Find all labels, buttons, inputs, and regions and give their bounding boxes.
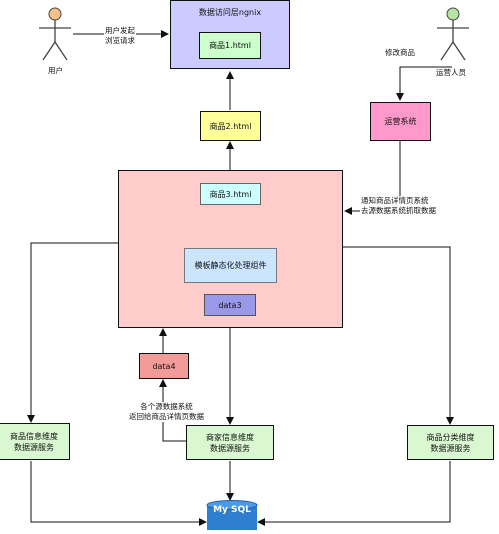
ops-system-label: 运营系统 (384, 117, 417, 126)
edge-product-service-to-db (30, 461, 207, 526)
mysql-database: My SQL (206, 500, 258, 532)
stick-figure-icon (437, 7, 469, 61)
page1-label: 商品1.html (209, 41, 251, 50)
stick-figure-icon (39, 7, 71, 61)
renderer-node: 模板静态化处理组件 (184, 248, 277, 283)
edge-merchant-to-data4 (159, 379, 186, 442)
ops-system-node: 运营系统 (370, 102, 431, 141)
operator-label: 运营人员 (436, 68, 466, 77)
edge-label-modify-product: 修改商品 (384, 48, 416, 58)
edge-label-user-request: 用户发起 浏览请求 (104, 26, 136, 46)
edge-block-to-product-service (27, 242, 118, 423)
category-info-service-label: 商品分类维度 数据源服务 (426, 432, 475, 453)
page2-node: 商品2.html (200, 111, 261, 141)
edge-label-aggregate: 各个源数据系统 返回给商品详情页数据 (128, 402, 205, 422)
edge-operator-to-ops (396, 66, 452, 101)
page2-label: 商品2.html (209, 121, 252, 131)
product-info-service: 商品信息维度 数据源服务 (0, 423, 70, 460)
operator-actor (433, 4, 473, 74)
edge-block-to-category-service (342, 246, 454, 425)
merchant-info-service-label: 商家信息维度 数据源服务 (206, 432, 254, 453)
mysql-label: My SQL (213, 505, 251, 515)
product-info-service-label: 商品信息维度 数据源服务 (10, 431, 58, 452)
renderer-label: 模板静态化处理组件 (194, 261, 267, 270)
data3-label: data3 (218, 300, 242, 310)
data3-node: data3 (204, 294, 256, 316)
category-info-service: 商品分类维度 数据源服务 (407, 425, 494, 460)
edge-label-notify: 通知商品详情页系统 去源数据系统抓取数据 (360, 196, 437, 216)
page3-node: 商品3.html (200, 183, 261, 205)
user-label: 用户 (48, 66, 63, 75)
data4-label: data4 (152, 361, 176, 371)
edge-category-service-to-db (257, 461, 451, 526)
page1-node: 商品1.html (199, 32, 261, 59)
user-actor (35, 4, 75, 74)
data4-node: data4 (139, 353, 189, 379)
page3-label: 商品3.html (209, 189, 252, 199)
nginx-title: 数据访问层ngnix (198, 8, 262, 17)
merchant-info-service: 商家信息维度 数据源服务 (186, 425, 274, 460)
